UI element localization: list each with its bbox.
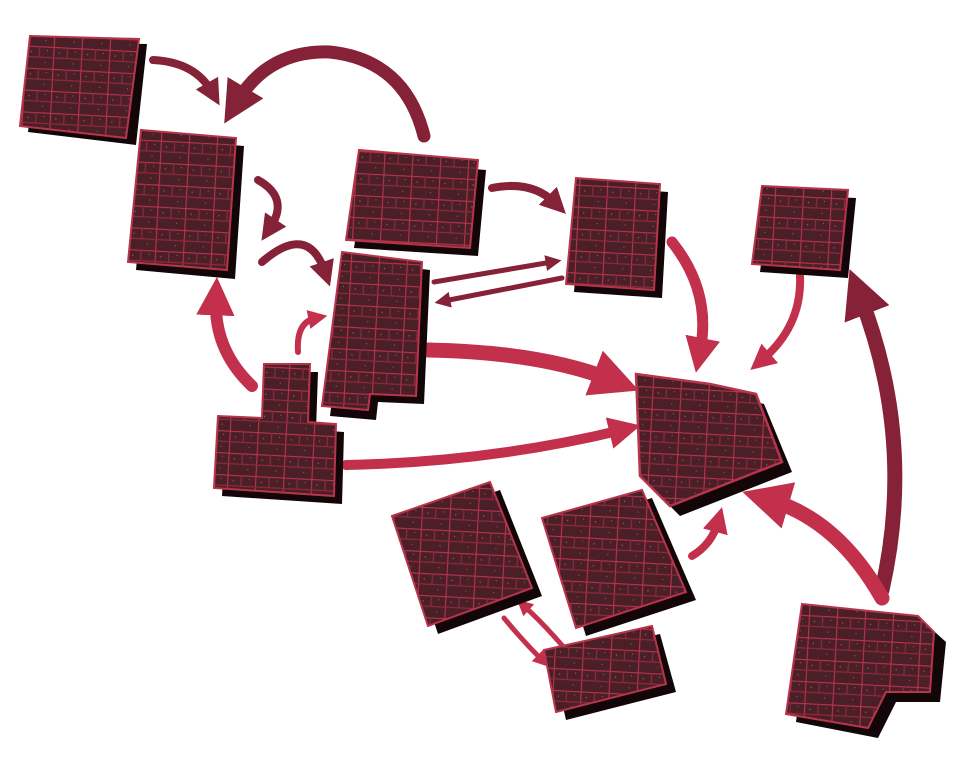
block-e xyxy=(750,184,856,278)
arrow-d-to-h xyxy=(666,236,721,373)
arrow-k-to-i xyxy=(516,599,569,653)
block-i xyxy=(390,480,542,634)
arrow-g-to-h xyxy=(341,417,641,470)
arrow-f-to-h xyxy=(420,342,639,396)
block-a xyxy=(18,34,147,145)
block-g xyxy=(212,363,344,504)
block-k xyxy=(542,624,676,720)
arrow-i-to-k xyxy=(501,615,549,667)
arrow-b-loop xyxy=(254,176,287,241)
block-c xyxy=(344,148,486,256)
arrow-b-to-f xyxy=(258,240,334,287)
arrow-d-to-f xyxy=(434,275,565,308)
block-l xyxy=(784,602,946,738)
arrow-l-to-e xyxy=(844,269,903,598)
arrow-g-to-f xyxy=(294,310,328,355)
arrow-c-to-b xyxy=(224,45,431,143)
arrow-j-to-h xyxy=(688,507,728,560)
block-h xyxy=(634,372,792,516)
block-b xyxy=(126,128,244,279)
arrows xyxy=(149,45,903,667)
arrow-f-to-d xyxy=(431,255,562,285)
block-f xyxy=(320,250,430,420)
block-j xyxy=(540,488,696,636)
arrow-g-to-b xyxy=(196,276,258,392)
arrow-l-to-h xyxy=(742,482,890,606)
arrow-e-to-h xyxy=(750,272,805,370)
block-d xyxy=(564,176,668,298)
arrow-c-to-d xyxy=(488,181,566,214)
arrow-a-to-b xyxy=(149,56,220,106)
